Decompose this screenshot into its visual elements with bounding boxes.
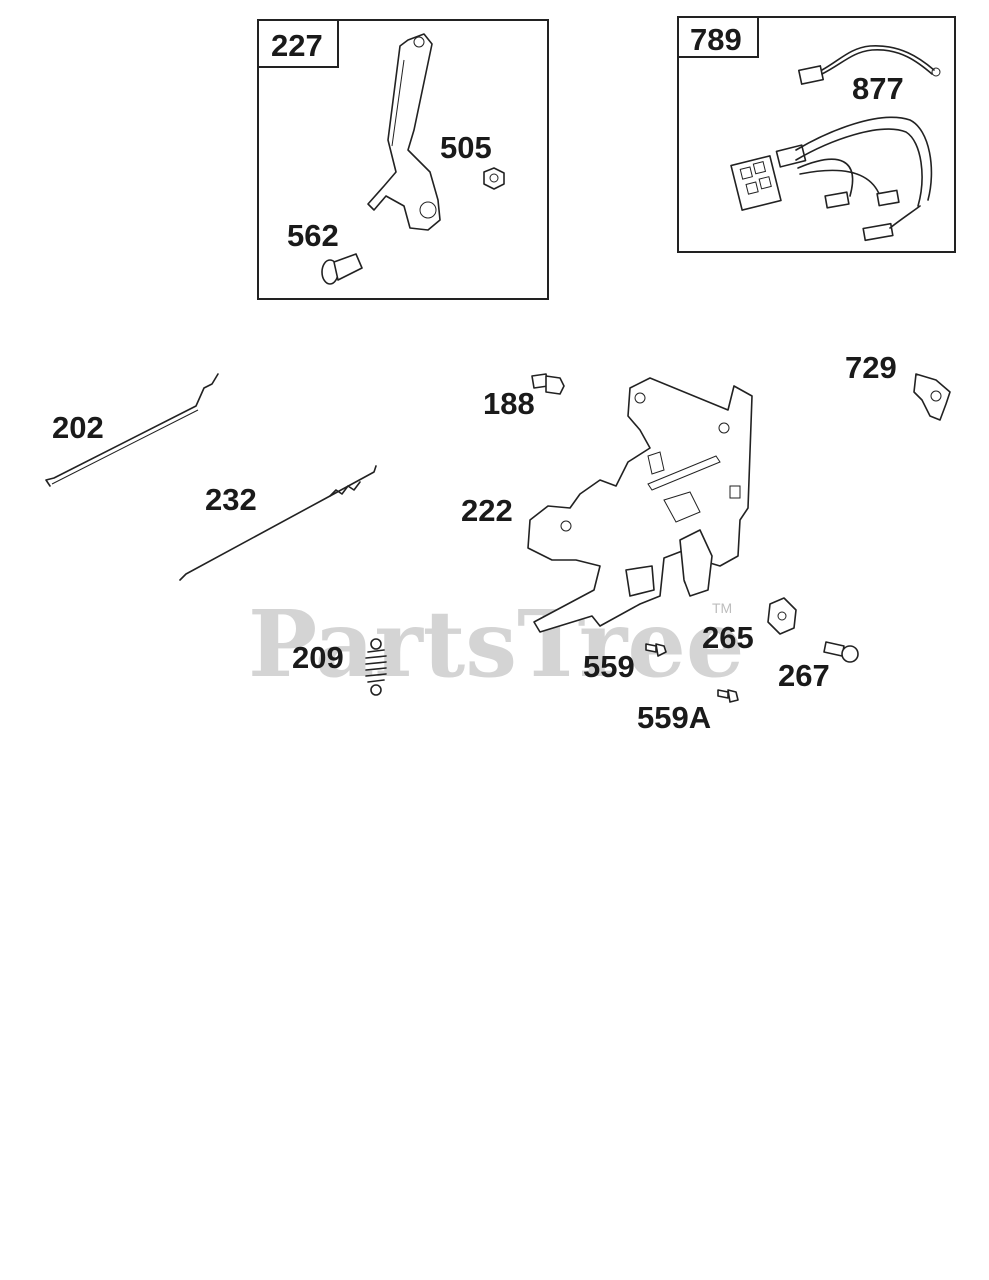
screw-559a-part[interactable] bbox=[717, 689, 739, 703]
screw-559-part[interactable] bbox=[645, 643, 667, 657]
watermark-trademark: TM bbox=[712, 600, 732, 616]
governor-rod-part[interactable] bbox=[45, 373, 219, 487]
watermark-text: PartsTree bbox=[248, 590, 744, 698]
wire-harness-connector-part[interactable] bbox=[730, 116, 933, 242]
wire-harness-small-part[interactable] bbox=[797, 45, 941, 85]
control-bracket-part[interactable] bbox=[527, 377, 753, 633]
callout-265: 265 bbox=[702, 620, 754, 655]
callout-505: 505 bbox=[440, 130, 492, 165]
governor-link-spring-part[interactable] bbox=[179, 465, 377, 581]
callout-559: 559 bbox=[583, 649, 635, 684]
bolt-part[interactable] bbox=[531, 373, 565, 395]
callout-729: 729 bbox=[845, 350, 897, 385]
callout-232: 232 bbox=[205, 482, 257, 517]
callout-202: 202 bbox=[52, 410, 104, 445]
cable-clamp-part[interactable] bbox=[767, 597, 797, 635]
screw-part[interactable] bbox=[823, 641, 859, 663]
extension-spring-part[interactable] bbox=[365, 638, 387, 696]
callout-222: 222 bbox=[461, 493, 513, 528]
kit-789-label: 789 bbox=[690, 22, 742, 57]
clevis-pin-part[interactable] bbox=[321, 253, 363, 285]
hex-nut-part[interactable] bbox=[483, 167, 505, 190]
callout-559a: 559A bbox=[637, 700, 711, 735]
kit-789-box[interactable]: 789 877 bbox=[677, 16, 956, 253]
callout-267: 267 bbox=[778, 658, 830, 693]
bracket-clip-part[interactable] bbox=[913, 373, 951, 421]
governor-lever-part[interactable] bbox=[367, 33, 441, 231]
kit-227-box[interactable]: 227 505 562 bbox=[257, 19, 549, 300]
callout-562: 562 bbox=[287, 218, 339, 253]
callout-877: 877 bbox=[852, 71, 904, 106]
kit-227-label: 227 bbox=[271, 28, 323, 63]
callout-209: 209 bbox=[292, 640, 344, 675]
callout-188: 188 bbox=[483, 386, 535, 421]
